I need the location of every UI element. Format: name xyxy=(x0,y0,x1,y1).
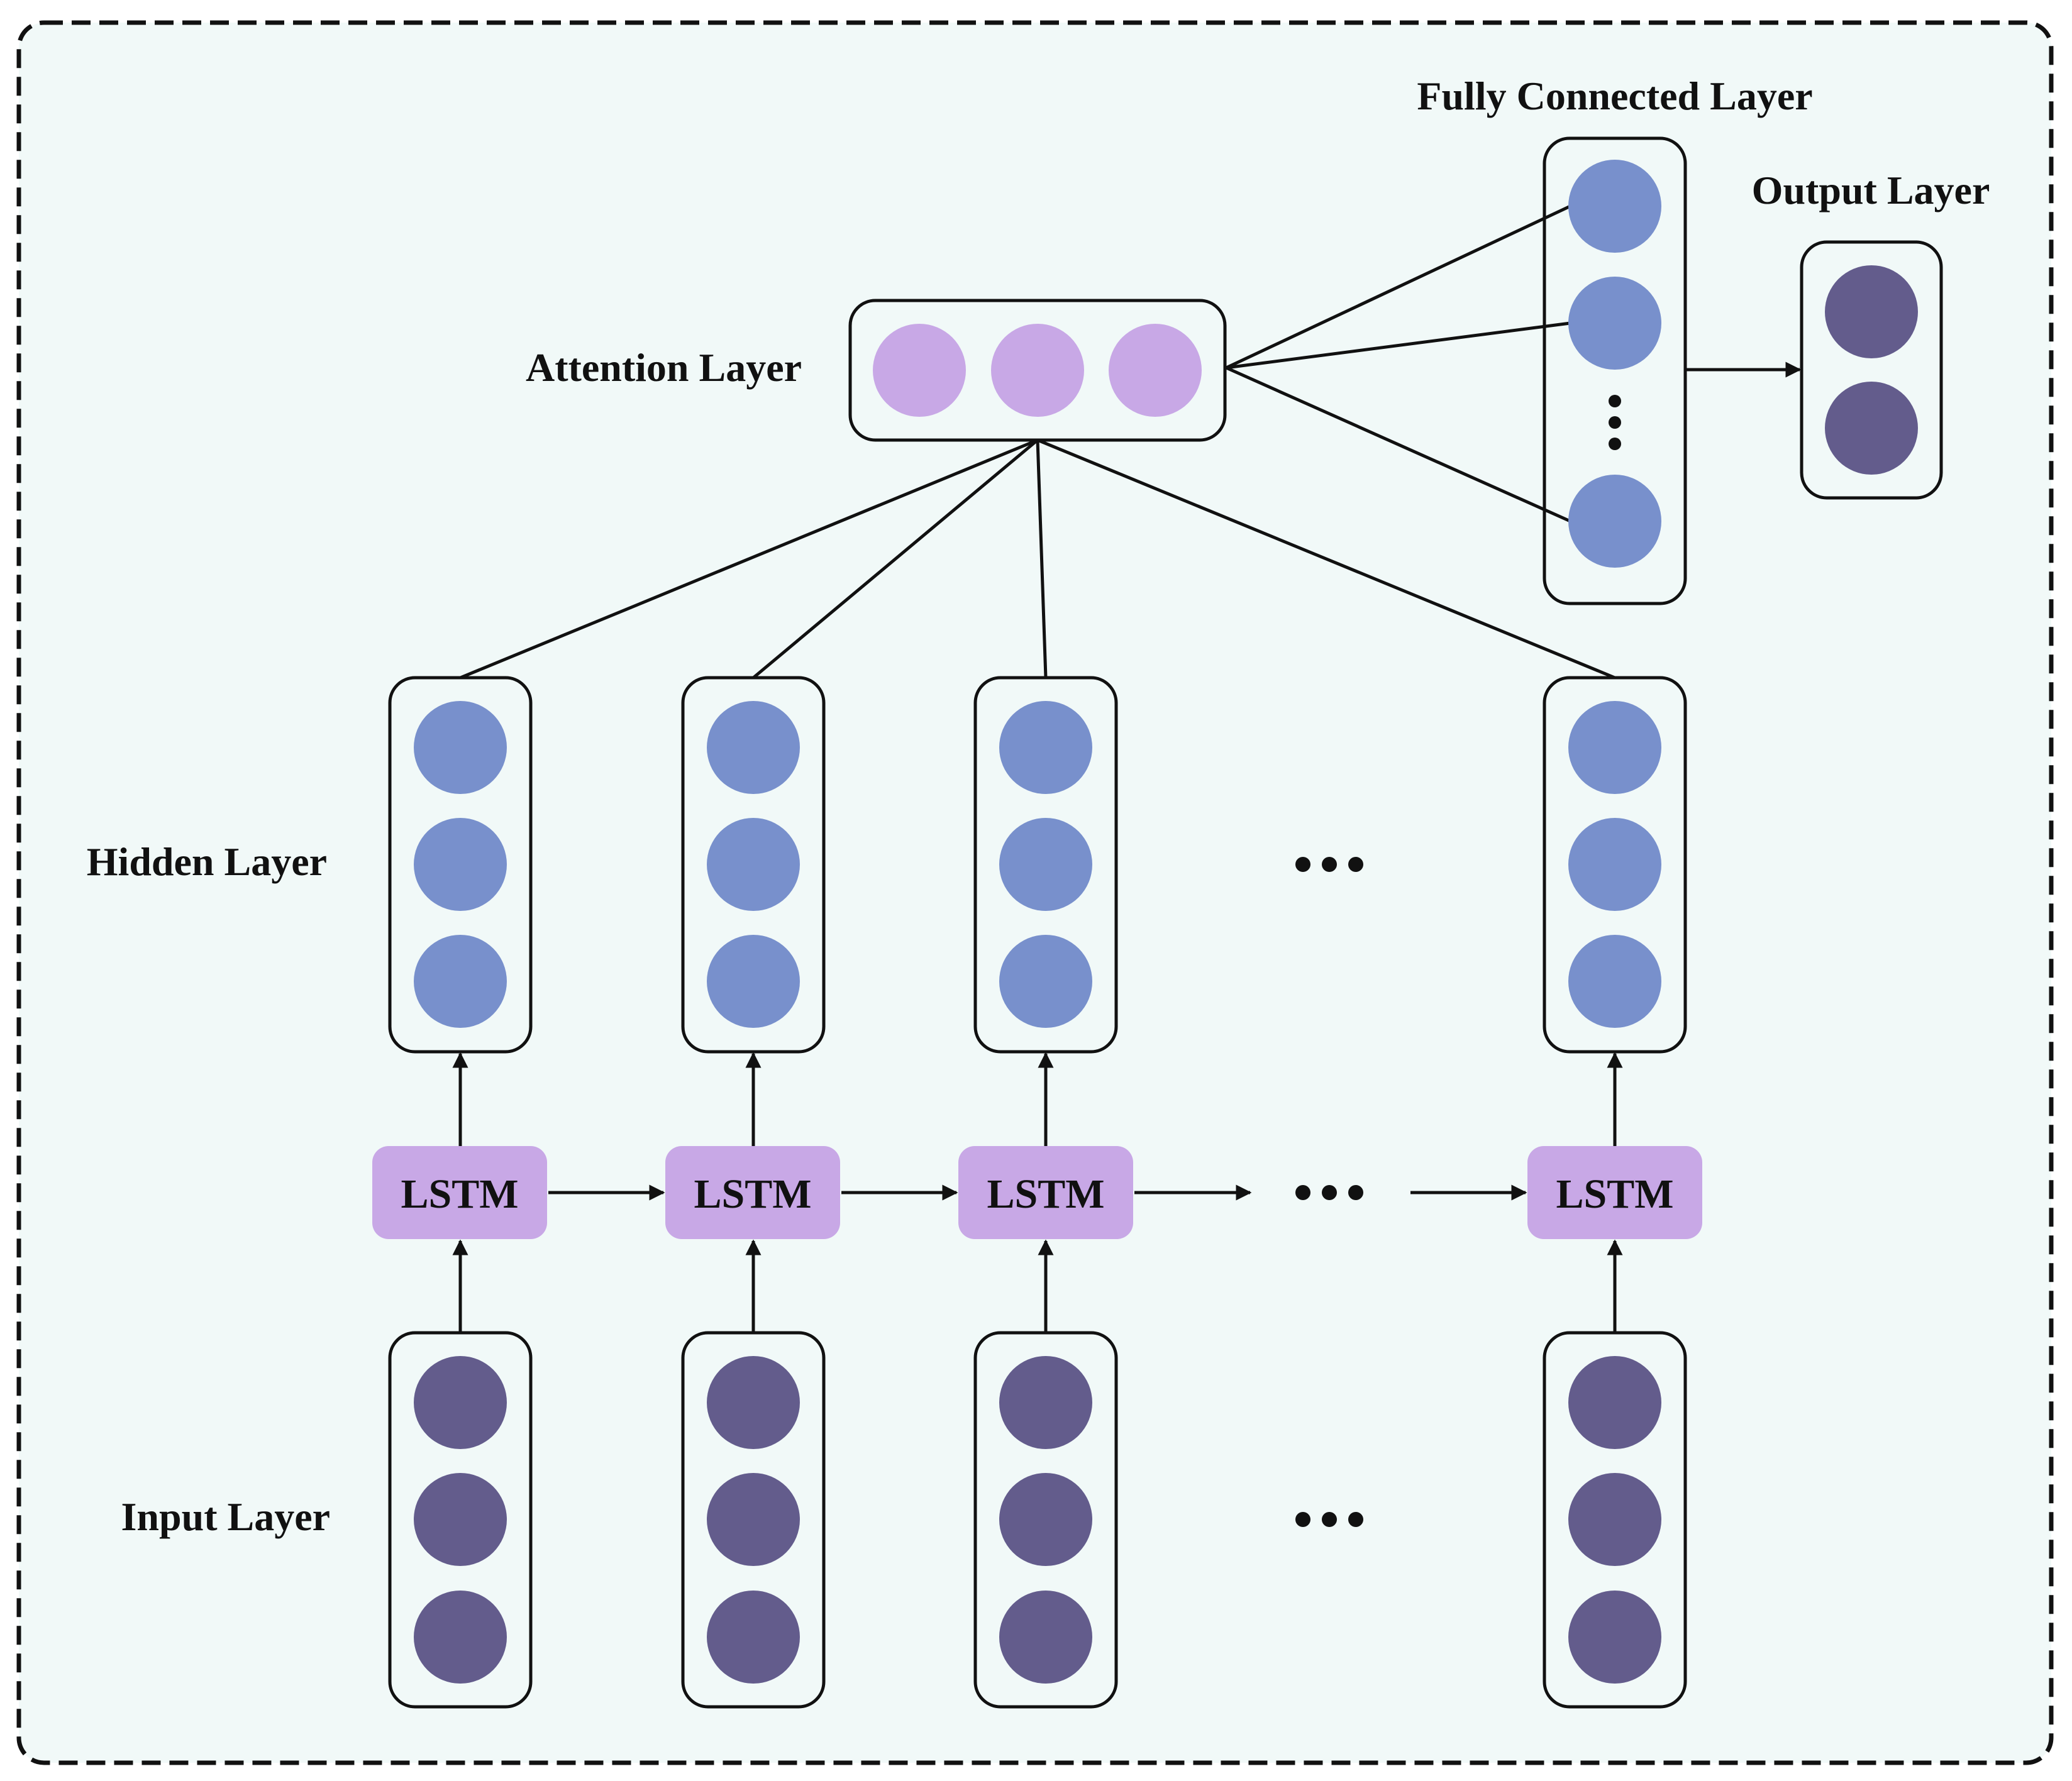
output-node xyxy=(1825,265,1918,358)
lstm-label: LSTM xyxy=(694,1171,811,1217)
input-box xyxy=(388,1331,533,1709)
input-column xyxy=(973,1331,1118,1709)
lstm-block xyxy=(372,1146,547,1239)
fc-connection xyxy=(1226,321,1571,370)
fc-connection xyxy=(1225,204,1571,370)
hidden-column xyxy=(681,676,826,1054)
lstm-cell: LSTM xyxy=(665,1146,840,1239)
hidden-box xyxy=(1543,676,1687,1054)
lstm-block xyxy=(665,1146,840,1239)
lstm-label: LSTM xyxy=(987,1171,1104,1217)
attention-connection xyxy=(752,439,1039,679)
output-node xyxy=(1825,382,1918,475)
fc-node xyxy=(1568,475,1661,568)
input-box xyxy=(681,1331,826,1709)
input-node xyxy=(707,1591,800,1684)
output-layer-label: Output Layer xyxy=(1752,168,1990,212)
input-node xyxy=(1568,1356,1661,1449)
hidden-node xyxy=(1568,935,1661,1028)
lstm-cell: LSTM xyxy=(1527,1146,1702,1239)
hidden-box xyxy=(973,676,1118,1054)
hidden-node xyxy=(707,818,800,911)
input-node xyxy=(414,1356,507,1449)
lstm-label: LSTM xyxy=(1556,1171,1673,1217)
lstm-block xyxy=(1527,1146,1702,1239)
fully-connected-layer-label: Fully Connected Layer xyxy=(1417,74,1812,118)
attention-connection xyxy=(1036,439,1048,678)
attention-node xyxy=(991,324,1084,417)
input-node xyxy=(414,1473,507,1566)
input-node xyxy=(707,1356,800,1449)
lstm-label: LSTM xyxy=(401,1171,518,1217)
hidden-box xyxy=(388,676,533,1054)
attention-node xyxy=(1109,324,1202,417)
input-box xyxy=(973,1331,1118,1709)
lstm-row: LSTM LSTM LSTM LSTM xyxy=(372,1146,1702,1239)
attention-connection xyxy=(1037,438,1615,680)
lstm-cell: LSTM xyxy=(372,1146,547,1239)
attention-layer xyxy=(848,299,1227,442)
hidden-layer-label: Hidden Layer xyxy=(87,839,327,884)
ellipsis-icon xyxy=(1295,1185,1363,1200)
lstm-cell: LSTM xyxy=(958,1146,1133,1239)
attention-fc-connections xyxy=(1225,204,1571,523)
hidden-column xyxy=(973,676,1118,1054)
input-node xyxy=(999,1591,1092,1684)
attention-layer-label: Attention Layer xyxy=(526,345,802,390)
hidden-node xyxy=(707,935,800,1028)
input-column xyxy=(388,1331,533,1709)
hidden-column xyxy=(1543,676,1687,1054)
ellipsis-icon xyxy=(1295,857,1363,872)
attention-connection xyxy=(460,438,1038,680)
hidden-node xyxy=(999,818,1092,911)
hidden-node xyxy=(1568,818,1661,911)
output-layer-box xyxy=(1800,240,1943,500)
hidden-node xyxy=(414,935,507,1028)
fc-node xyxy=(1568,160,1661,253)
hidden-node xyxy=(414,818,507,911)
hidden-node xyxy=(999,701,1092,794)
lstm-block xyxy=(958,1146,1133,1239)
input-node xyxy=(1568,1591,1661,1684)
fc-node xyxy=(1568,277,1661,370)
hidden-node xyxy=(707,701,800,794)
input-node xyxy=(999,1473,1092,1566)
attention-node xyxy=(873,324,966,417)
hidden-box xyxy=(681,676,826,1054)
hidden-node xyxy=(999,935,1092,1028)
hidden-node xyxy=(1568,701,1661,794)
hidden-column xyxy=(388,676,533,1054)
lstm-to-hidden-arrows xyxy=(452,1052,1623,1146)
input-layer-label: Input Layer xyxy=(121,1494,331,1539)
input-box xyxy=(1543,1331,1687,1709)
hidden-layer xyxy=(388,676,1687,1054)
ellipsis-icon xyxy=(1295,1512,1363,1527)
fc-connection xyxy=(1225,366,1571,523)
input-node xyxy=(414,1591,507,1684)
hidden-node xyxy=(414,701,507,794)
output-layer xyxy=(1800,240,1943,500)
attention-layer-box xyxy=(848,299,1227,442)
input-node xyxy=(1568,1473,1661,1566)
input-to-lstm-arrows xyxy=(452,1239,1623,1333)
input-layer xyxy=(388,1331,1687,1709)
input-node xyxy=(707,1473,800,1566)
vertical-ellipsis-icon xyxy=(1609,395,1621,450)
input-column xyxy=(681,1331,826,1709)
attention-hidden-connections xyxy=(460,438,1615,680)
input-column xyxy=(1543,1331,1687,1709)
input-node xyxy=(999,1356,1092,1449)
